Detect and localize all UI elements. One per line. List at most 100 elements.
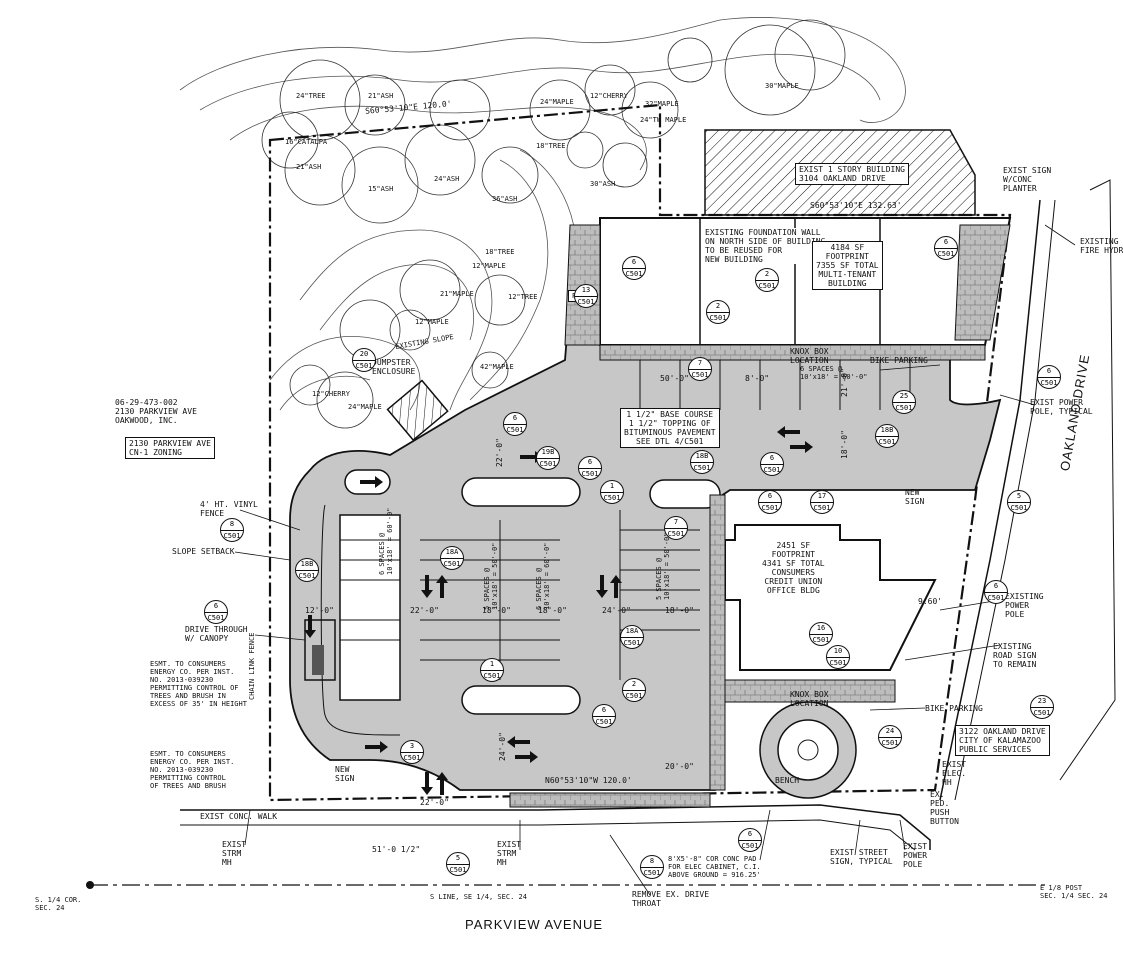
knox-box-label-2: KNOX BOX LOCATION [790,690,829,708]
easement-note-1: ESMT. TO CONSUMERS ENERGY CO. PER INST. … [150,660,247,708]
spaces-note-right: 5 SPACES @ 10'x18' = 50'-0" [655,532,671,600]
dimension-label: 24'-0" [602,606,631,615]
dimension-label: 51'-0 1/2" [372,845,421,854]
existing-power-pole-label: EXISTING POWER POLE [1005,592,1044,619]
exist-strm-mh-1: EXIST STRM MH [222,840,247,867]
plaza [759,701,857,799]
tree-label: 12"MAPLE [415,318,449,326]
sidewalk-bottom [180,792,931,851]
tree-label: 21"ASH [296,163,322,171]
tree-label: 12"CHERRY [590,92,628,100]
spaces-note-left: 6 SPACES @ 10'x18' = 60'-0" [378,507,394,575]
parking-pavement [289,234,1002,791]
e-post-label: E 1/8 POST SEC. 1/4 SEC. 24 [1040,884,1108,900]
exist-walk-label: EXIST CONC. WALK [200,812,278,821]
dimension-label: 18'-0" [538,606,567,615]
slope-setback-label: SLOPE SETBACK [172,547,235,556]
tree-label: 42"MAPLE [480,363,514,371]
property-line-bearing-mid: S60°53'10"E 132.63' [810,201,902,210]
multi-tenant-label: 4184 SF FOOTPRINT 7355 SF TOTAL MULTI-TE… [812,241,883,290]
stall-lines [340,360,911,680]
kalamazoo-services-label: 3122 OAKLAND DRIVE CITY OF KALAMAZOO PUB… [955,725,1050,756]
tree-label: 21"ASH [368,92,394,100]
dimension-label: 8'-0" [745,374,770,383]
contour-lines [179,17,906,411]
tree-label: 24"TREE [296,92,326,100]
exist-street-sign-label: EXIST STREET SIGN, TYPICAL [830,848,893,866]
dimension-label: 21'-0" [839,368,849,397]
dimension-label: 18'-0" [839,430,849,459]
dimension-label: 18'-0" [482,606,511,615]
oakland-drive-edge [939,199,1041,801]
tree-label: 30"ASH [590,180,616,188]
chain-link-label: CHAIN LINK FENCE [248,632,256,700]
tree-label: 24"TW MAPLE [640,116,687,124]
bench-label: BENCH [775,776,800,785]
dimension-label: 50'-0" [660,374,689,383]
new-sign-label-2: NEW SIGN [905,488,925,506]
tree-label: 15"ASH [368,185,394,193]
drive-through-label: DRIVE THROUGH W/ CANOPY [185,625,248,643]
spaces-note-top: 6 SPACES @ 10'x18' = 60'-0" [800,365,868,381]
remove-drive-label: REMOVE EX. DRIVE THROAT [632,890,710,908]
traffic-arrows [304,426,813,795]
parking-islands [344,469,721,715]
knox-box-label-1: KNOX BOX LOCATION [790,347,829,365]
dimension-label: 22'-0" [410,606,439,615]
ped-push-button-label: EX. PED. PUSH BUTTON [930,790,959,826]
exist-power-pole-label: EXIST POWER POLE [903,842,928,869]
existing-building-label: EXIST 1 STORY BUILDING 3104 OAKLAND DRIV… [795,163,909,185]
dimension-label: 18'-0" [665,606,694,615]
dimension-label: 12'-0" [305,606,334,615]
dimension-label: 22'-0" [494,438,504,467]
dimension-label: 9.60' [918,597,943,606]
tree-label: 16"CATALPA [285,138,328,146]
new-sign-label-1: NEW SIGN [335,765,355,783]
s-corner-label: S. 1/4 COR. SEC. 24 [35,896,82,912]
dumpster-label: DUMPSTER ENCLOSURE [372,358,416,376]
property-line [268,103,1012,802]
adjacent-parcel-label: 06-29-473-002 2130 PARKVIEW AVE OAKWOOD,… [115,398,197,425]
dimension-label: 24'-0" [497,732,507,761]
tree-label: 30"MAPLE [765,82,799,90]
tree-label: 12"CHERRY [312,390,350,398]
tree-label: 36"ASH [492,195,518,203]
tree-label: 12"MAPLE [472,262,506,270]
tree-label: 24"MAPLE [540,98,574,106]
dimension-label: 22'-0" [420,798,449,807]
spaces-note-mid2: 6 SPACES @ 10'x18' = 60'-0" [535,542,551,610]
tree-label: 24"ASH [434,175,460,183]
bike-parking-label-2: BIKE PARKING [870,356,928,365]
adjacent-zoning-label: 2130 PARKVIEW AVE CN-1 ZONING [125,437,215,459]
dumpster-enclosure [386,379,449,442]
